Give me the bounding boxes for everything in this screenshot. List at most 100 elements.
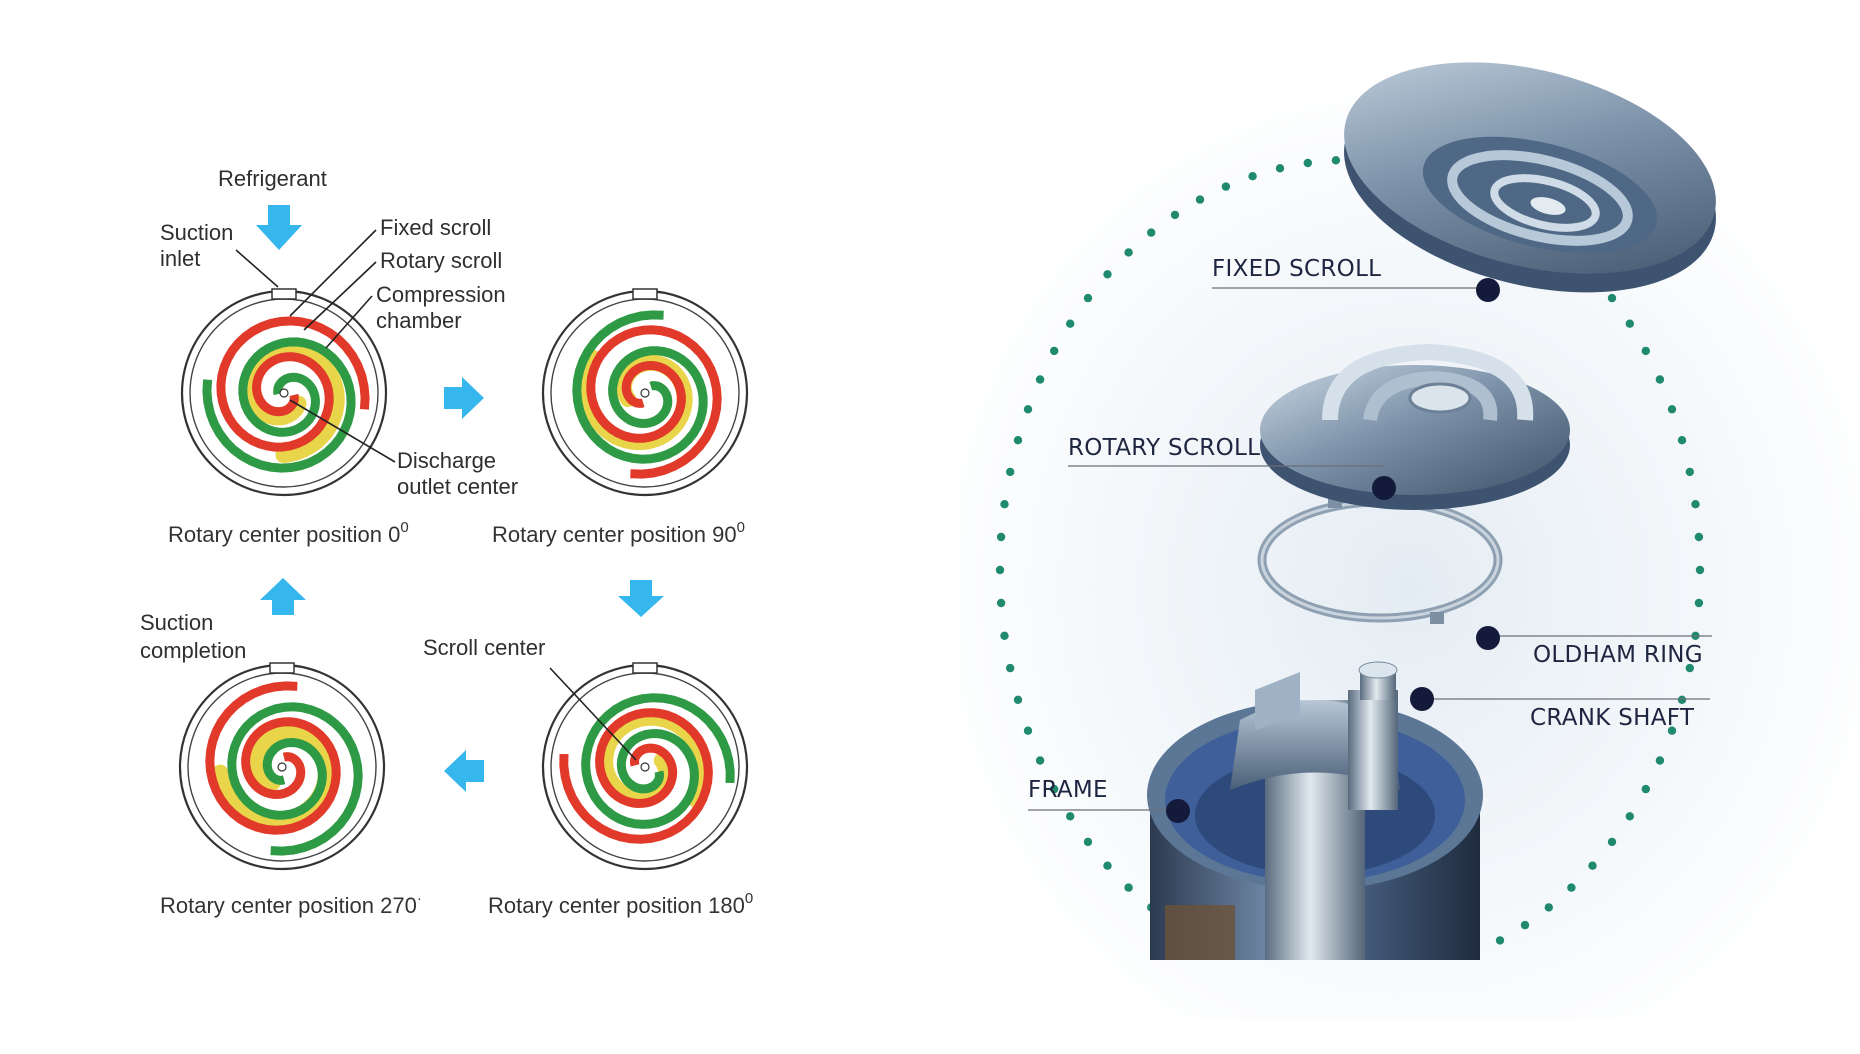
- rotary-scroll-wrap: [227, 702, 363, 856]
- rotary-scroll-wrap: [572, 310, 708, 464]
- ring-dot: [1588, 861, 1597, 870]
- refrigerant-label: Refrigerant: [218, 166, 327, 191]
- ring-dot: [1655, 375, 1665, 384]
- scroll-unit-270deg: [178, 662, 386, 871]
- left-arrow-icon: [444, 750, 484, 792]
- up-arrow-icon: [260, 578, 306, 615]
- ring-dot: [1567, 883, 1576, 892]
- fixed-scroll-leader: [289, 229, 377, 317]
- suction-port: [632, 288, 658, 300]
- ring-dot: [1195, 195, 1205, 204]
- ring-dot: [1023, 726, 1033, 735]
- crank-shaft-marker: [1410, 687, 1434, 711]
- position-caption-0: Rotary center position 00: [168, 519, 409, 547]
- fixed-scroll-wrap: [205, 681, 341, 835]
- ring-dot: [1050, 346, 1059, 356]
- oldham-ring-marker: [1476, 626, 1500, 650]
- ring-dot: [1124, 248, 1133, 257]
- scroll-center-leader: [549, 667, 637, 761]
- fixed-scroll-marker: [1476, 278, 1500, 302]
- ring-dot: [1667, 726, 1677, 735]
- ring-dot: [1695, 565, 1705, 575]
- compression-chamber-leader: [325, 295, 373, 349]
- ring-dot: [1124, 883, 1133, 892]
- ring-dot: [995, 565, 1005, 575]
- ring-dot: [1625, 319, 1635, 328]
- ring-dot: [1677, 695, 1687, 704]
- scroll-operation-diagram: Refrigerant Suction inlet Fixed scroll R…: [140, 166, 753, 918]
- ring-dot: [1625, 812, 1635, 821]
- ring-dot: [996, 598, 1006, 608]
- discharge-outlet: [640, 762, 650, 772]
- rotary-scroll-part-label: ROTARY SCROLL: [1068, 435, 1260, 461]
- discharge-outlet: [277, 762, 287, 772]
- rotary-scroll-leader: [303, 261, 377, 331]
- scroll-unit-0deg: [180, 288, 388, 497]
- suction-inlet-label-2: inlet: [160, 246, 200, 271]
- right-arrow-icon: [444, 377, 484, 419]
- position-caption-90: Rotary center position 900: [492, 519, 745, 547]
- position-caption-270: Rotary center position 270·: [160, 890, 422, 918]
- discharge-outlet: [279, 388, 289, 398]
- ring-dot: [1685, 467, 1695, 477]
- ring-dot: [1694, 532, 1704, 542]
- ring-dot: [1023, 405, 1033, 414]
- ring-dot: [1655, 756, 1665, 765]
- discharge-outlet-label: Discharge: [397, 448, 496, 473]
- fixed-scroll-part-label: FIXED SCROLL: [1212, 256, 1381, 282]
- ring-dot: [1083, 837, 1093, 847]
- rotary-scroll-label: Rotary scroll: [380, 248, 502, 273]
- fixed-scroll-illustration: [1344, 62, 1716, 293]
- ring-dot: [1221, 182, 1231, 191]
- frame-part-label: FRAME: [1028, 777, 1108, 803]
- ring-dot: [1275, 164, 1285, 173]
- discharge-outlet-label-2: outlet center: [397, 474, 518, 499]
- ring-dot: [1607, 837, 1617, 847]
- ring-dot: [1035, 756, 1045, 765]
- ring-dot: [1677, 436, 1687, 445]
- suction-completion-label-2: completion: [140, 638, 246, 663]
- scroll-center-label: Scroll center: [423, 635, 545, 660]
- suction-port: [271, 288, 297, 300]
- compression-chamber-label-2: chamber: [376, 308, 462, 333]
- ring-dot: [1248, 172, 1257, 181]
- ring-dot: [1641, 784, 1651, 794]
- rotary-scroll-marker: [1372, 476, 1396, 500]
- exploded-compressor-diagram: FIXED SCROLL ROTARY SCROLL OLDHAM RING C…: [960, 60, 1860, 1020]
- suction-port: [269, 662, 295, 674]
- ring-dot: [1520, 920, 1530, 930]
- ring-dot: [996, 532, 1006, 542]
- ring-dot: [1694, 598, 1704, 608]
- discharge-outlet: [640, 388, 650, 398]
- ring-dot: [1147, 228, 1156, 237]
- refrigerant-pocket: [212, 724, 334, 829]
- suction-inlet-leader: [235, 249, 279, 288]
- refrigerant-pocket: [242, 341, 345, 463]
- fixed-scroll-wrap: [586, 325, 722, 479]
- ring-dot: [1495, 936, 1505, 945]
- ring-dot: [1544, 903, 1554, 912]
- ring-dot: [1013, 695, 1023, 704]
- ring-dot: [1685, 663, 1695, 673]
- suction-inlet-label: Suction: [160, 220, 233, 245]
- ring-dot: [1006, 467, 1015, 477]
- ring-dot: [1035, 375, 1045, 384]
- crank-shaft-part-label: CRANK SHAFT: [1530, 705, 1695, 731]
- refrigerant-pocket: [597, 709, 712, 809]
- ring-dot: [1331, 156, 1341, 165]
- scroll-unit-90deg: [541, 288, 749, 497]
- ring-dot: [1083, 293, 1093, 303]
- suction-port: [632, 662, 658, 674]
- fixed-scroll-wrap: [559, 708, 713, 844]
- rotary-scroll-illustration: [1260, 343, 1570, 510]
- down-arrow-icon: [618, 580, 664, 617]
- frame-marker: [1166, 799, 1190, 823]
- ring-dot: [1170, 210, 1180, 220]
- ring-dot: [1691, 500, 1700, 509]
- ring-dot: [1000, 500, 1009, 509]
- down-arrow-icon: [256, 205, 302, 250]
- ring-dot: [1066, 319, 1075, 328]
- ring-dot: [1066, 812, 1075, 821]
- rotary-scroll-wrap: [202, 337, 356, 473]
